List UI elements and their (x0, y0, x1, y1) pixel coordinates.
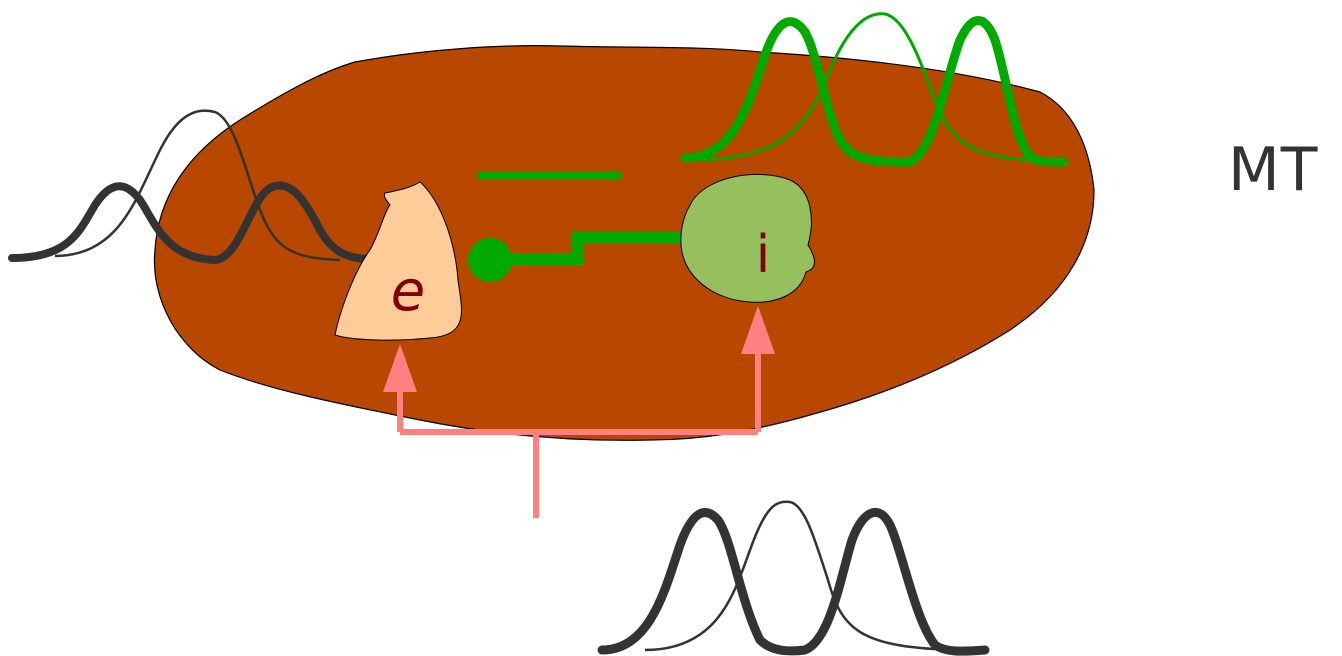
side-label-mt: MT (1228, 140, 1318, 200)
node-e-label: e (391, 259, 425, 324)
bottom-tuning-curve-thick (602, 512, 985, 651)
node-i-label: i (756, 225, 770, 285)
node-i-shape (681, 174, 815, 302)
